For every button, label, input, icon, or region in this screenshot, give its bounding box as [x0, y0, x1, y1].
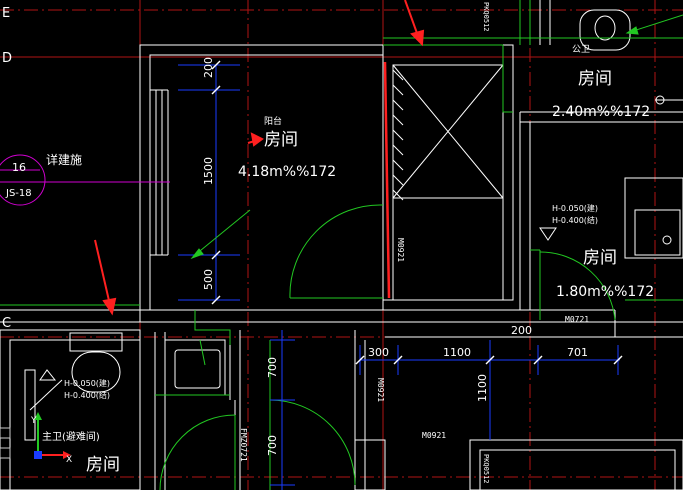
- room-area-balcony: 4.18m%%172: [238, 164, 336, 180]
- dim-700-upper: 700: [266, 357, 279, 378]
- dimension-lines: [178, 64, 620, 490]
- axis-label-c: C: [2, 316, 11, 331]
- bubble-sheet: JS-18: [5, 188, 32, 199]
- room-tag-balcony: 阳台: [264, 115, 282, 127]
- door-code-m0721: M0721: [565, 315, 589, 324]
- elevation-right-arch: H-0.050(建): [552, 203, 598, 213]
- room-name-toilet: 房间: [578, 69, 612, 89]
- detail-reference-bubble: 16 JS-18 详建施: [0, 152, 170, 206]
- ucs-x-label: X: [66, 455, 72, 465]
- door-code-fmz0721: FMZ0721: [239, 428, 248, 462]
- elevation-left-arch: H-0.050(建): [64, 378, 110, 388]
- basin-fixture-right: [662, 235, 672, 245]
- dim-700-lower: 700: [266, 435, 279, 456]
- dim-701: 701: [567, 346, 588, 359]
- door-code-pkq-top: PKQ0512: [482, 2, 490, 32]
- door-code-m0921-bottom: M0921: [422, 431, 446, 440]
- dim-200-horizontal: 200: [511, 324, 532, 337]
- dim-1100-vertical: 1100: [476, 374, 489, 402]
- room-tag-bottom-left: 主卫(避难间): [42, 430, 100, 443]
- elevation-left-struct: H-0.400(结): [64, 390, 110, 400]
- ucs-y-label: Y: [30, 416, 37, 426]
- axis-label-d: D: [2, 51, 12, 66]
- door-code-m0921-lower: M0921: [376, 378, 385, 402]
- door-code-lower-right: PKQ0512: [482, 454, 490, 484]
- room-name-bottom-left: 房间: [86, 455, 120, 475]
- leader-arrows: [190, 14, 683, 260]
- axis-label-e: E: [2, 6, 10, 21]
- dim-300: 300: [368, 346, 389, 359]
- room-area-mid-right: 1.80m%%172: [556, 284, 654, 300]
- dim-500-vertical: 500: [202, 269, 215, 290]
- room-name-balcony: 房间: [264, 130, 298, 150]
- room-name-mid-right: 房间: [583, 248, 617, 268]
- doors: [155, 204, 616, 490]
- red-arrow-icon: [410, 29, 425, 47]
- elevation-marker-right: H-0.050(建) H-0.400(结): [539, 203, 598, 241]
- dim-1500-vertical: 1500: [202, 157, 215, 185]
- room-tag-toilet: 公卫: [572, 44, 590, 55]
- red-annotations: [94, 0, 425, 316]
- ucs-axis-icon: Y X: [30, 412, 72, 465]
- elevation-marker-left: H-0.050(建) H-0.400(结): [29, 369, 110, 411]
- door-code-m0921-vertical: M0921: [396, 238, 405, 262]
- red-arrow-icon: [102, 297, 117, 316]
- bubble-note: 详建施: [46, 152, 82, 167]
- red-arrow-icon: [250, 132, 264, 147]
- room-area-toilet: 2.40m%%172: [552, 104, 650, 120]
- bubble-number: 16: [12, 161, 26, 174]
- viewcube-fragment[interactable]: [0, 427, 11, 459]
- dim-1100-horizontal: 1100: [443, 346, 471, 359]
- elevation-right-struct: H-0.400(结): [552, 215, 598, 225]
- toilet-fixture-top: [579, 9, 683, 105]
- dimension-ticks: [211, 60, 623, 365]
- wall-hatch: [392, 69, 404, 201]
- dim-200-vertical: 200: [202, 57, 215, 78]
